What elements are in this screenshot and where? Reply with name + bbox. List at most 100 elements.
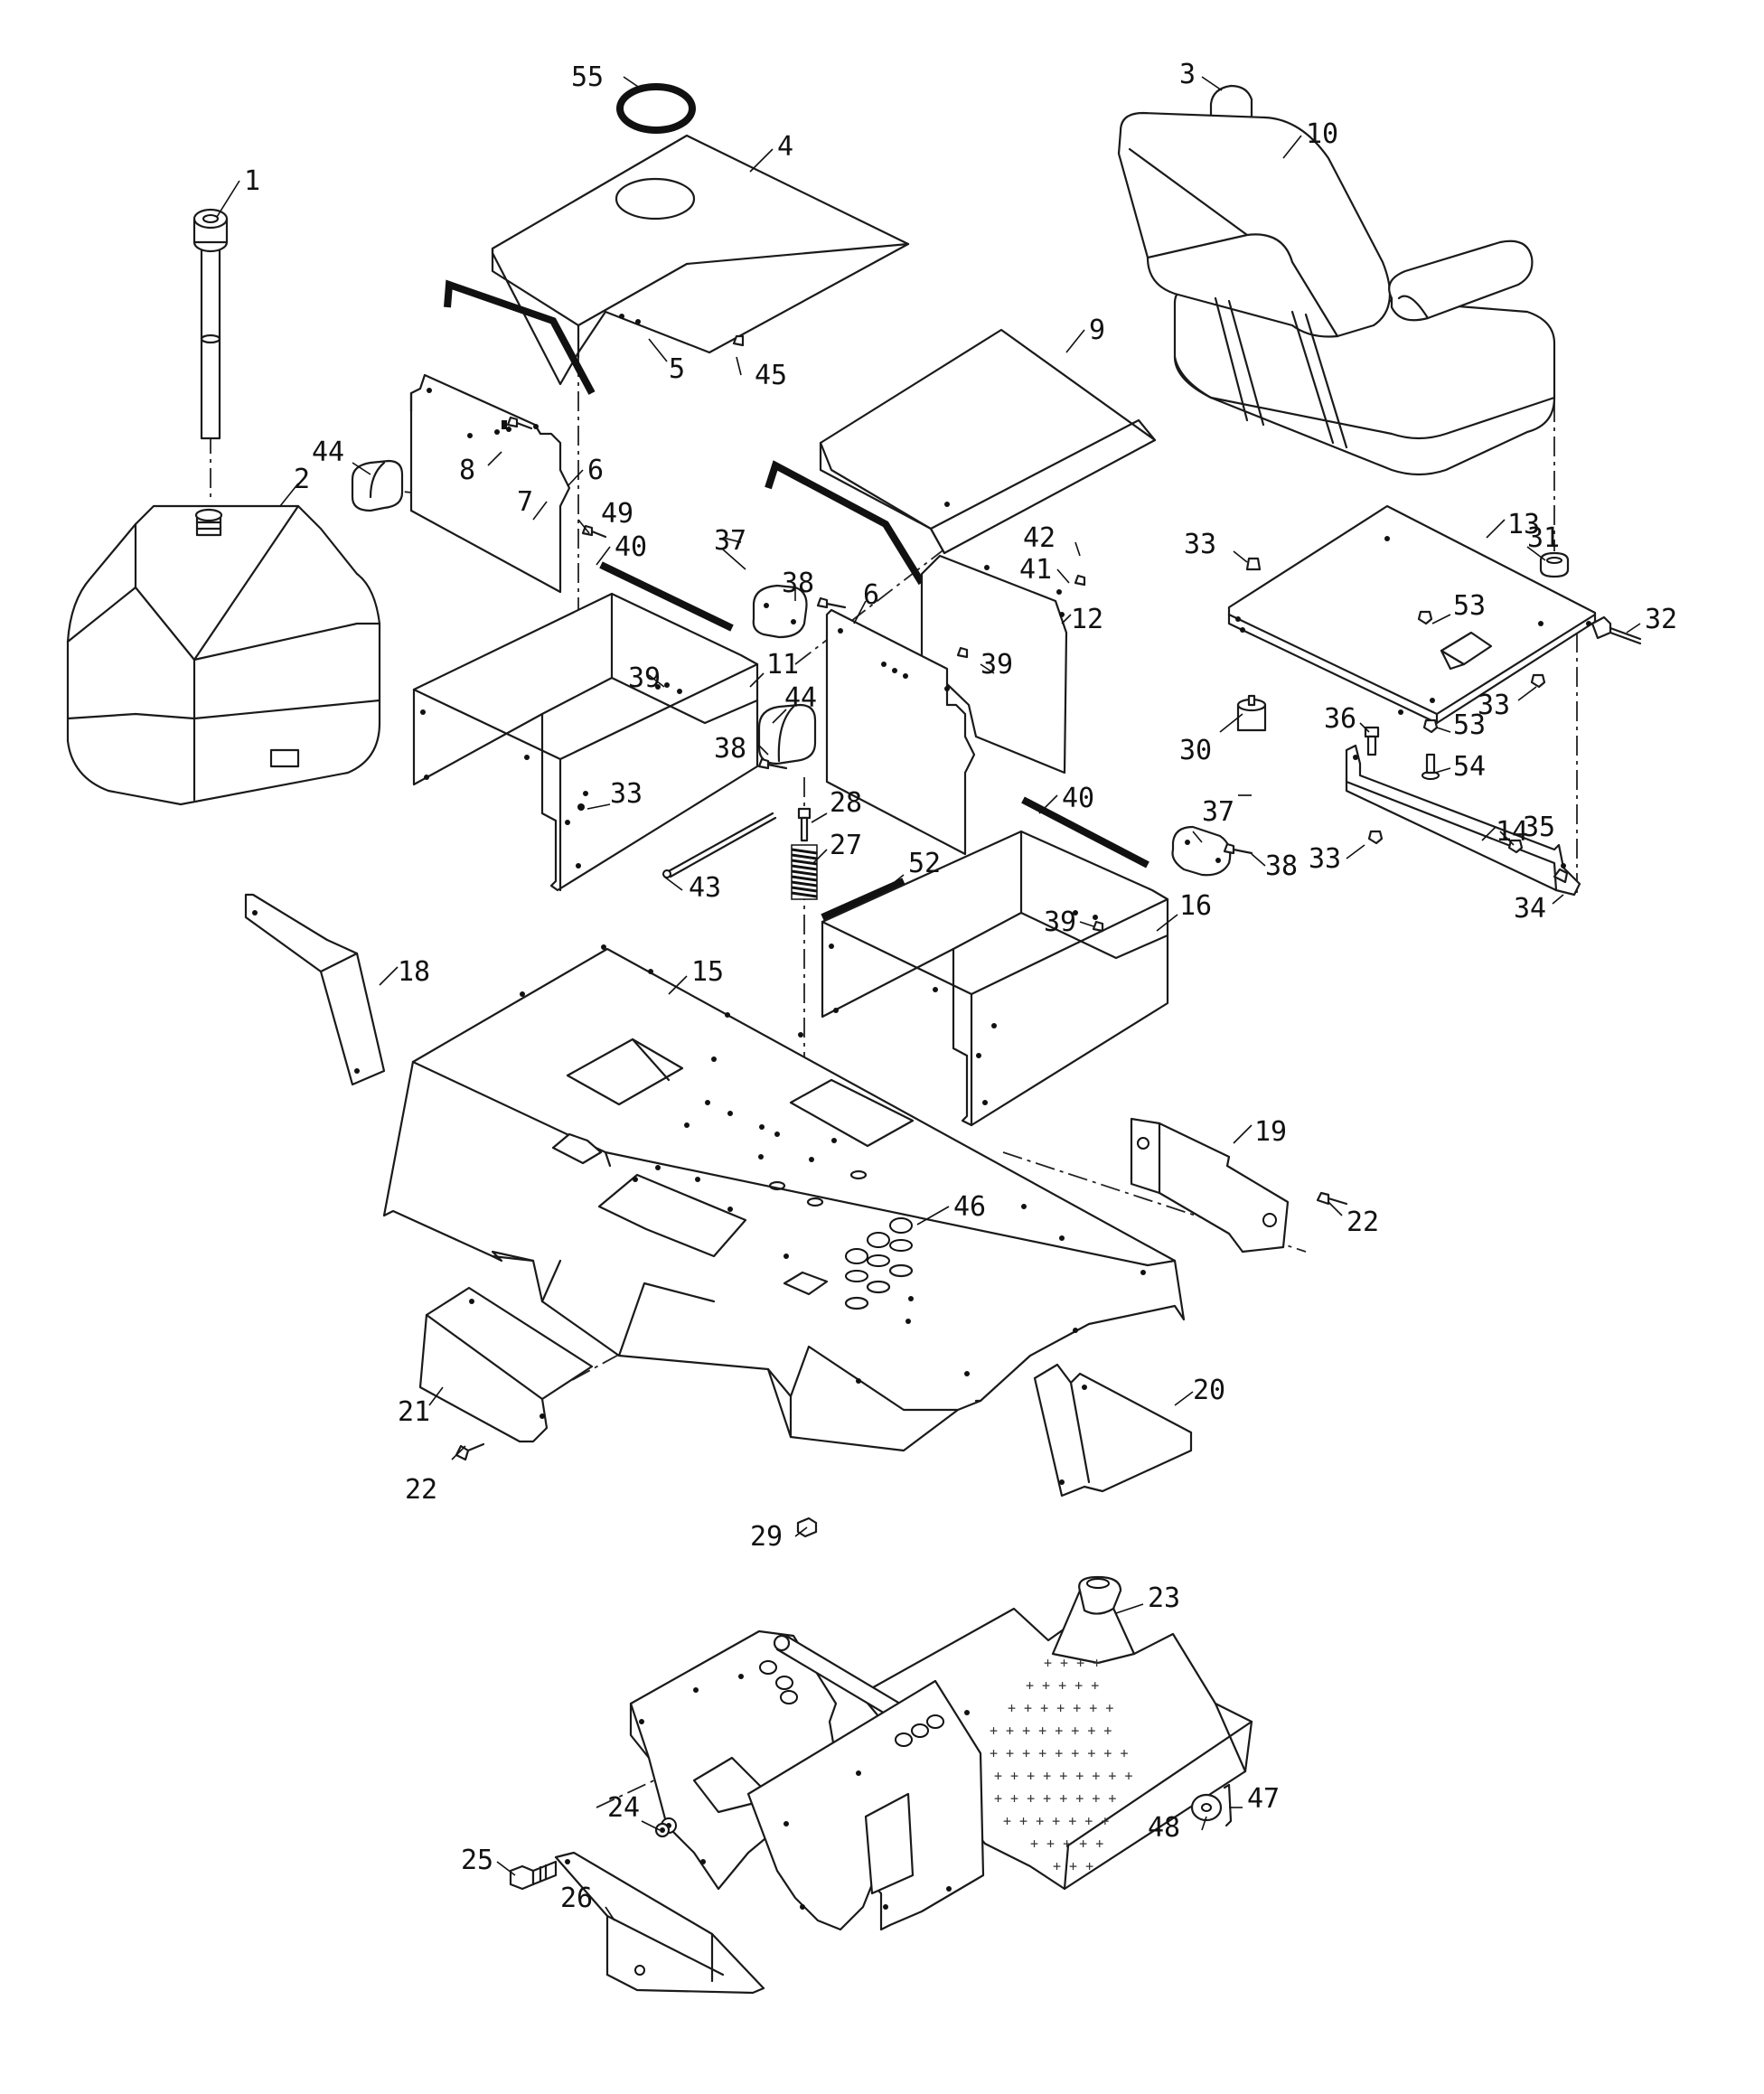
callout-37b: 37 xyxy=(1202,796,1234,828)
callout-53a: 53 xyxy=(1453,590,1486,622)
svg-text:+ + +: + + + xyxy=(1053,1858,1093,1874)
callout-52: 52 xyxy=(908,848,941,879)
plate-part-21 xyxy=(418,1286,594,1461)
bracket-part-20 xyxy=(1033,1363,1193,1498)
callout-49: 49 xyxy=(601,498,633,530)
callout-16: 16 xyxy=(1179,890,1212,922)
callout-39b: 39 xyxy=(981,649,1013,681)
callout-34: 34 xyxy=(1514,893,1546,925)
callout-44a: 44 xyxy=(312,437,344,468)
callout-36: 36 xyxy=(1324,703,1356,735)
svg-text:+ + + + +: + + + + + xyxy=(1030,1836,1103,1852)
bracket-part-18 xyxy=(244,893,386,1086)
svg-text:+ + + + + + + +: + + + + + + + + xyxy=(990,1723,1112,1739)
callout-13: 13 xyxy=(1507,509,1540,540)
callout-22b: 22 xyxy=(405,1474,437,1506)
fitting-part-24 xyxy=(654,1822,671,1838)
plate-part-37-lower xyxy=(1171,825,1232,877)
callout-55: 55 xyxy=(571,61,604,93)
callout-37a: 37 xyxy=(714,525,746,557)
callout-45: 45 xyxy=(755,360,787,391)
callout-32: 32 xyxy=(1645,604,1677,635)
callout-5: 5 xyxy=(669,353,685,385)
callout-21: 21 xyxy=(398,1396,430,1428)
callout-labels: 1 2 3 4 5 6 6 7 8 9 10 11 12 13 14 15 16… xyxy=(244,59,1677,1914)
plate-part-19 xyxy=(1130,1117,1348,1254)
callout-26: 26 xyxy=(560,1883,593,1914)
callout-9: 9 xyxy=(1089,315,1105,346)
callout-48: 48 xyxy=(1148,1812,1180,1844)
callout-38c: 38 xyxy=(1265,850,1298,882)
callout-22a: 22 xyxy=(1346,1207,1379,1238)
callout-29: 29 xyxy=(750,1521,783,1553)
body-part-15 xyxy=(382,944,1186,1452)
callout-39c: 39 xyxy=(1044,906,1076,938)
bolt-part-28 xyxy=(797,807,812,842)
grommet-part-44-left xyxy=(351,459,404,512)
callout-3: 3 xyxy=(1179,59,1196,90)
floor-texture: + + + + + + + + + + + + + + + + + + + + … xyxy=(990,1655,1133,1874)
grommet-part-44-right xyxy=(757,703,817,765)
callout-8: 8 xyxy=(459,455,475,486)
bracket-part-26 xyxy=(554,1851,765,1995)
callout-23: 23 xyxy=(1148,1582,1180,1614)
svg-text:+ + + + + + + +: + + + + + + + + xyxy=(994,1790,1116,1807)
callout-28: 28 xyxy=(830,787,862,819)
callout-54: 54 xyxy=(1453,751,1486,783)
callout-7: 7 xyxy=(517,486,533,518)
side-panel-part-6-right xyxy=(825,608,976,856)
svg-text:+ + + + + + +: + + + + + + + xyxy=(1003,1813,1109,1829)
callout-33c: 33 xyxy=(610,778,643,810)
callout-46: 46 xyxy=(953,1191,986,1223)
rear-cover-part-9 xyxy=(819,328,1157,555)
filler-tube-part-1 xyxy=(192,208,229,440)
callout-6b: 6 xyxy=(863,579,879,611)
callout-18: 18 xyxy=(398,956,430,988)
callout-38b: 38 xyxy=(714,733,746,765)
hardware-seat xyxy=(1236,551,1642,845)
callout-44b: 44 xyxy=(784,682,817,714)
callout-43: 43 xyxy=(689,872,721,904)
callout-31: 31 xyxy=(1527,522,1560,554)
svg-text:+ + + +: + + + + xyxy=(1044,1655,1101,1671)
bracket-part-14 xyxy=(1345,744,1581,897)
callout-40b: 40 xyxy=(1062,783,1094,814)
callout-38a: 38 xyxy=(782,568,814,599)
callout-14: 14 xyxy=(1496,816,1528,848)
callout-20: 20 xyxy=(1193,1375,1225,1406)
callout-1: 1 xyxy=(244,165,260,197)
spring-part-27 xyxy=(791,844,818,900)
plate-part-37-upper xyxy=(752,584,808,639)
callout-27: 27 xyxy=(830,830,862,861)
leader-lines xyxy=(216,76,1641,1921)
callout-11: 11 xyxy=(766,649,799,681)
callout-12: 12 xyxy=(1071,604,1103,635)
callout-42: 42 xyxy=(1023,522,1056,554)
chassis-part-23: + + + + + + + + + + + + + + + + + + + + … xyxy=(629,1575,1253,1931)
callout-10: 10 xyxy=(1306,118,1338,150)
side-panel-part-6-left xyxy=(409,373,571,594)
callout-2: 2 xyxy=(294,464,310,495)
svg-text:+ + + + +: + + + + + xyxy=(1026,1677,1099,1694)
svg-text:+ + + + + + +: + + + + + + + xyxy=(1008,1700,1113,1716)
svg-text:+ + + + + + + +: + + + + + + + + + xyxy=(990,1745,1129,1761)
tray-part-16 xyxy=(821,830,1169,1127)
callout-24: 24 xyxy=(607,1792,640,1824)
callout-19: 19 xyxy=(1254,1116,1287,1148)
callout-6a: 6 xyxy=(587,455,604,486)
callout-40a: 40 xyxy=(615,531,647,563)
callout-30: 30 xyxy=(1179,735,1212,766)
tray-part-11 xyxy=(412,592,759,892)
top-cover-part-4 xyxy=(491,134,910,386)
rod-part-43 xyxy=(662,812,777,878)
o-ring-part-55 xyxy=(616,83,696,134)
grommets-part-46 xyxy=(844,1217,914,1310)
bolt-part-25 xyxy=(509,1860,558,1891)
svg-text:+ + + + + + + +: + + + + + + + + + xyxy=(994,1768,1133,1784)
callout-39a: 39 xyxy=(628,662,661,694)
clip-part-47 xyxy=(1223,1783,1233,1827)
fuel-tank-part-2 xyxy=(66,504,381,806)
seat-part-10 xyxy=(1117,84,1556,476)
callout-15: 15 xyxy=(691,956,724,988)
